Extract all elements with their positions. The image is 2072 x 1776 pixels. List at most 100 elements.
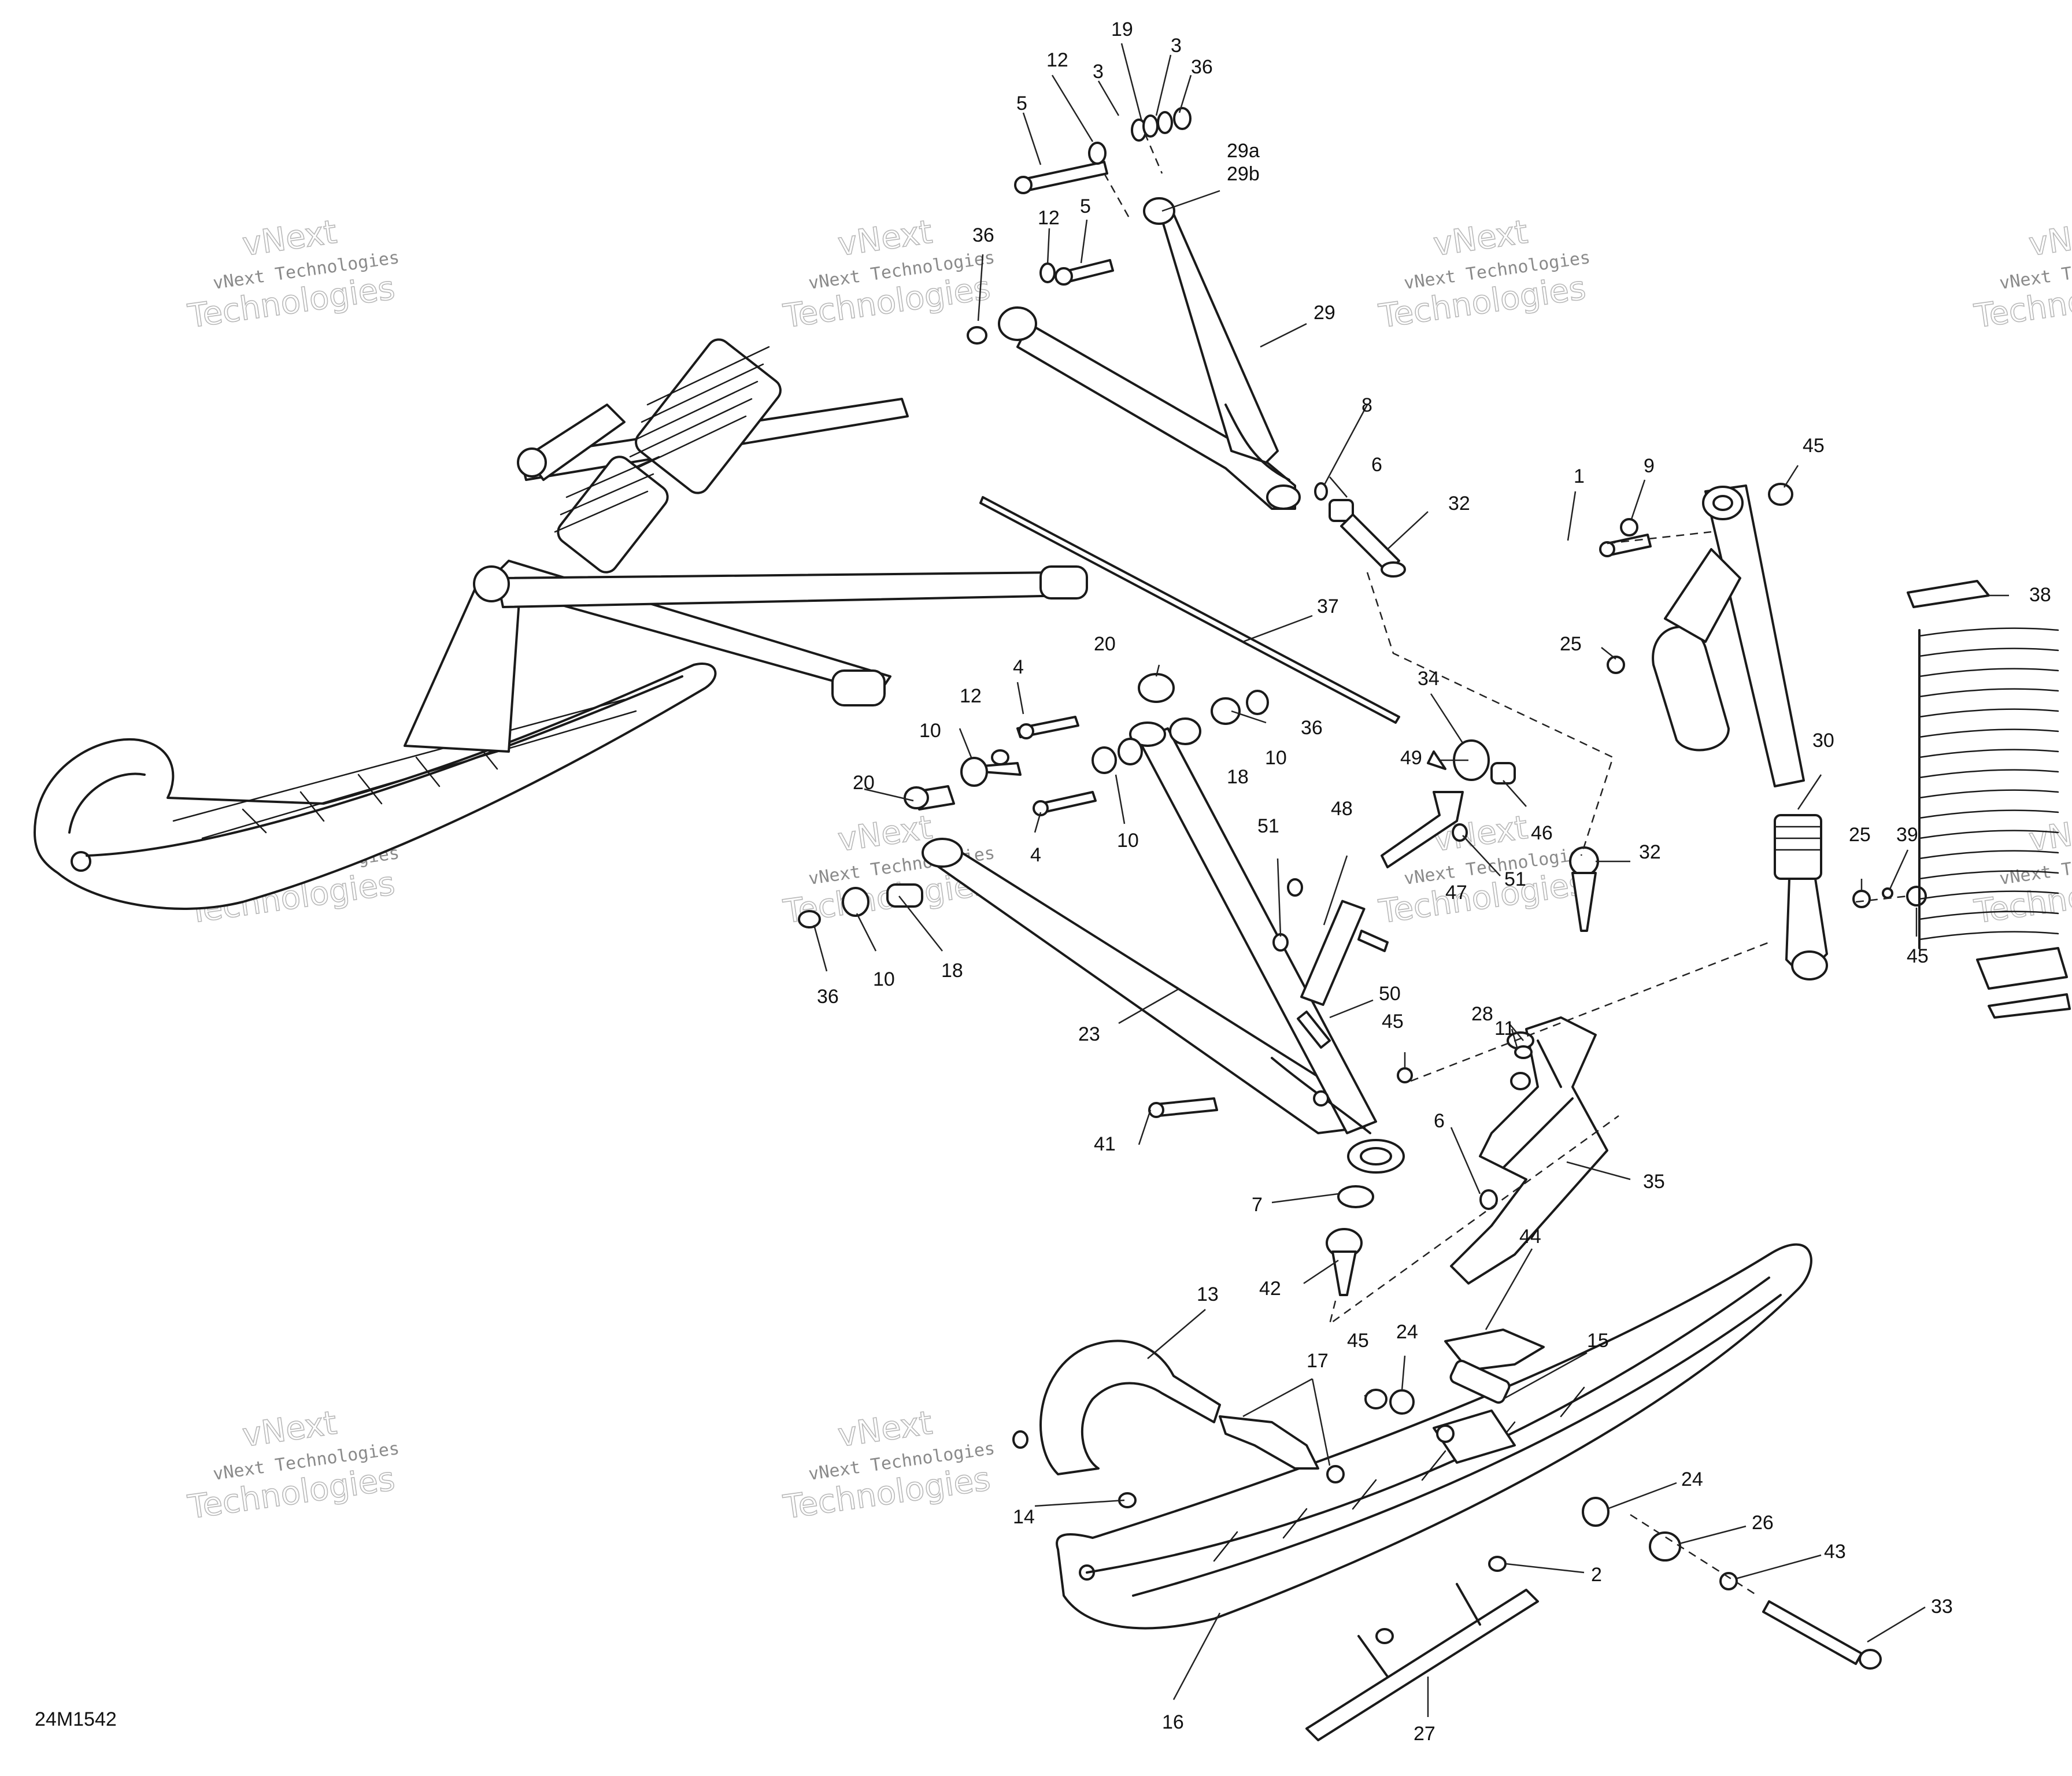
callout: 8 xyxy=(1361,394,1372,416)
callout: 10 xyxy=(873,968,895,990)
callout: 36 xyxy=(972,224,994,246)
callout: 29a xyxy=(1227,140,1260,162)
callout: 4 xyxy=(1013,656,1024,678)
callout: 12 xyxy=(960,685,982,707)
callout: 45 xyxy=(1347,1330,1369,1352)
callout: 18 xyxy=(1227,766,1249,788)
svg-text:vNext: vNext xyxy=(240,1404,339,1455)
callout: 37 xyxy=(1317,595,1339,617)
upper-arm-29 xyxy=(998,197,1301,510)
callout: 30 xyxy=(1812,730,1834,752)
callout: 15 xyxy=(1587,1330,1609,1352)
callout: 3 xyxy=(1093,61,1104,83)
steering-rod-37 xyxy=(979,496,1400,724)
callout: 42 xyxy=(1259,1278,1281,1300)
callout: 47 xyxy=(1445,882,1467,904)
wear-bar-27 xyxy=(1305,1589,1539,1741)
callout: 35 xyxy=(1643,1171,1665,1193)
shock-30 xyxy=(1599,483,1927,980)
watermark: vNext vNext Technologies Technologies xyxy=(780,1404,996,1527)
callout: 46 xyxy=(1531,822,1553,844)
callout: 29 xyxy=(1314,302,1335,324)
callout: 41 xyxy=(1094,1133,1116,1155)
callout: 3 xyxy=(1171,35,1182,57)
callout: 24 xyxy=(1396,1321,1418,1343)
callout: 5 xyxy=(1080,195,1091,217)
callout: 36 xyxy=(1301,717,1323,739)
callout: 12 xyxy=(1038,207,1060,229)
callout: 27 xyxy=(1414,1723,1435,1745)
callout: 20 xyxy=(853,772,875,794)
callout: 25 xyxy=(1560,633,1582,655)
assembled-shock xyxy=(554,338,782,574)
watermark: vNext vNext Technologies Technologies xyxy=(1971,213,2072,336)
callout: 13 xyxy=(1197,1283,1219,1305)
callout: 29b xyxy=(1227,163,1260,185)
callout: 25 xyxy=(1849,824,1871,846)
callout: 23 xyxy=(1078,1023,1100,1045)
callout: 1 xyxy=(1574,465,1585,487)
callout: 26 xyxy=(1752,1512,1774,1534)
spindle-35 xyxy=(1326,1016,1608,1296)
callout: 33 xyxy=(1931,1596,1953,1618)
callout: 51 xyxy=(1257,815,1279,837)
ski-handle-13 xyxy=(1039,1340,1221,1475)
svg-text:vNext: vNext xyxy=(835,809,934,859)
callout: 36 xyxy=(817,986,839,1008)
callout: 32 xyxy=(1448,493,1470,515)
spring-38 xyxy=(1907,580,2071,1019)
assembled-suspension xyxy=(34,338,1088,910)
callout: 44 xyxy=(1519,1226,1541,1248)
callout: 45 xyxy=(1382,1011,1404,1033)
callout: 51 xyxy=(1504,868,1526,890)
callout: 36 xyxy=(1191,56,1213,78)
watermark: vNext vNext Technologies Technologies xyxy=(1376,213,1592,336)
upper-arm-hardware xyxy=(967,107,1406,578)
callout: 45 xyxy=(1907,945,1929,967)
callout: 10 xyxy=(919,720,941,742)
callout: 28 xyxy=(1471,1003,1493,1025)
assembled-ski xyxy=(34,663,717,910)
callout: 9 xyxy=(1644,455,1655,477)
ski-16 xyxy=(1056,1243,1812,1630)
callout: 12 xyxy=(1046,49,1068,71)
leader-lines xyxy=(813,43,2009,1717)
callout: 10 xyxy=(1117,830,1139,852)
svg-text:vNext: vNext xyxy=(835,213,934,264)
lower-arm-hardware xyxy=(798,673,1269,1118)
callout: 18 xyxy=(941,960,963,982)
callout: 2 xyxy=(1591,1564,1602,1586)
alignment-lines xyxy=(1103,132,1908,1597)
callout: 4 xyxy=(1030,844,1041,866)
svg-text:vNext: vNext xyxy=(240,213,339,264)
callout: 6 xyxy=(1371,454,1382,476)
svg-text:vNext: vNext xyxy=(835,1404,934,1455)
callout: 11 xyxy=(1494,1018,1515,1039)
svg-text:vNext: vNext xyxy=(1431,213,1530,264)
callout: 48 xyxy=(1331,798,1353,820)
callout: 5 xyxy=(1016,92,1027,114)
callout: 6 xyxy=(1434,1110,1445,1132)
diagram-code: 24M1542 xyxy=(35,1708,117,1730)
svg-text:vNext: vNext xyxy=(2026,213,2072,264)
watermark: vNext vNext Technologies Technologies xyxy=(185,213,401,336)
callout: 17 xyxy=(1307,1350,1329,1372)
callout: 34 xyxy=(1418,668,1440,690)
callout: 50 xyxy=(1379,983,1401,1005)
callout-labels: 1 9 3 3 36 12 5 29a 29b 36 12 5 29 8 6 32… xyxy=(817,18,2051,1745)
callout: 43 xyxy=(1824,1541,1846,1563)
callout: 24 xyxy=(1681,1468,1703,1490)
callout: 39 xyxy=(1896,824,1918,846)
callout: 32 xyxy=(1639,841,1661,863)
callout: 20 xyxy=(1094,633,1116,655)
callout: 14 xyxy=(1013,1506,1035,1528)
callout: 49 xyxy=(1400,747,1422,769)
ski-hardware xyxy=(1012,1360,1738,1644)
steering-links xyxy=(1272,739,1599,1049)
callout: 38 xyxy=(2029,584,2051,606)
watermark: vNext vNext Technologies Technologies xyxy=(185,1404,401,1527)
watermark: vNext vNext Technologies Technologies xyxy=(780,213,996,336)
watermark: vNext vNext Technologies Technologies xyxy=(1376,808,1592,931)
bracket-17 xyxy=(1219,1415,1319,1470)
